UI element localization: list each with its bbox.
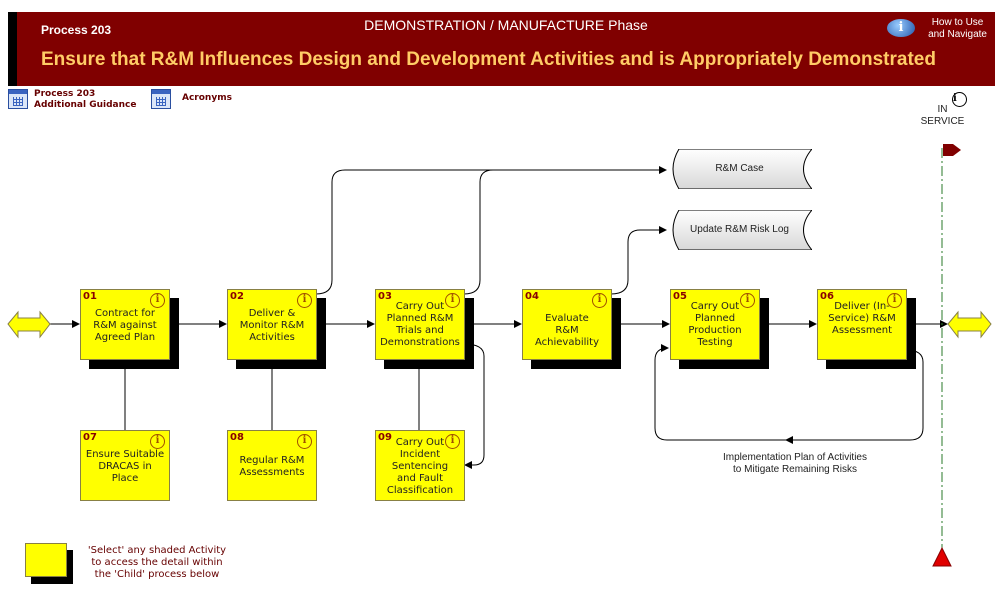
activity-label: Carry Out Planned Production Testing — [688, 301, 742, 348]
activity-label: Carry Out Planned R&M Trials and Demonst… — [380, 301, 460, 348]
document-icon — [8, 89, 28, 109]
acronyms-link[interactable]: Acronyms — [151, 89, 232, 109]
activity-label: Contract for R&M against Agreed Plan — [93, 308, 157, 343]
activity-number: 08 — [230, 432, 244, 443]
activity-number: 03 — [378, 291, 392, 302]
document-icon — [151, 89, 171, 109]
loop-note-line1: Implementation Plan of Activities — [723, 452, 867, 463]
info-icon[interactable]: i — [297, 434, 312, 449]
activity-number: 06 — [820, 291, 834, 302]
activity-number: 02 — [230, 291, 244, 302]
activity-number: 07 — [83, 432, 97, 443]
document-label: Update R&M Risk Log — [690, 224, 789, 235]
activity-number: 01 — [83, 291, 97, 302]
milestone-triangle-icon — [932, 546, 952, 567]
milestone-flag-icon — [943, 144, 961, 156]
header-banner: Process 203 DEMONSTRATION / MANUFACTURE … — [8, 12, 995, 86]
legend-swatch — [25, 543, 67, 577]
info-icon[interactable]: i — [150, 293, 165, 308]
document-label: R&M Case — [715, 163, 764, 174]
info-icon[interactable]: i — [887, 19, 915, 37]
activity-number: 04 — [525, 291, 539, 302]
activity-label: Evaluate R&M Achievability — [535, 313, 599, 348]
in-service-line2: SERVICE — [920, 116, 965, 127]
process-number: Process 203 — [41, 23, 112, 37]
in-service-info-icon[interactable]: i — [952, 92, 967, 107]
document-rm-case[interactable]: R&M Case — [667, 149, 812, 189]
link-line2: Additional Guidance — [34, 100, 137, 110]
activity-number: 05 — [673, 291, 687, 302]
activity-label: Carry Out Incident Sentencing and Fault … — [386, 437, 454, 496]
activity-label: Deliver & Monitor R&M Activities — [239, 308, 305, 343]
info-icon[interactable]: i — [445, 293, 460, 308]
loop-note-line2: to Mitigate Remaining Risks — [733, 464, 857, 475]
link-label: Acronyms — [182, 93, 232, 103]
activity-label: Regular R&M Assessments — [239, 455, 305, 478]
page-title: Ensure that R&M Influences Design and De… — [41, 49, 936, 70]
activity-label: Ensure Suitable DRACAS in Place — [85, 449, 165, 484]
info-icon[interactable]: i — [887, 293, 902, 308]
info-icon[interactable]: i — [150, 434, 165, 449]
left-double-arrow-icon — [7, 310, 51, 339]
howto-line2: and Navigate — [928, 29, 987, 40]
info-icon[interactable]: i — [740, 293, 755, 308]
in-service-line1: IN — [937, 104, 948, 115]
loop-note: Implementation Plan of Activities to Mit… — [700, 452, 890, 476]
document-risk-log[interactable]: Update R&M Risk Log — [667, 210, 812, 250]
info-icon[interactable]: i — [445, 434, 460, 449]
howto-line1: How to Use — [931, 17, 984, 28]
right-double-arrow-icon — [947, 310, 992, 339]
link-line1: Process 203 — [34, 89, 96, 99]
activity-label: Deliver (In-Service) R&M Assessment — [828, 301, 896, 336]
info-icon[interactable]: i — [592, 293, 607, 308]
in-service-label: IN SERVICE — [915, 104, 970, 128]
activity-number: 09 — [378, 432, 392, 443]
legend-text: 'Select' any shaded Activity to access t… — [87, 545, 227, 580]
info-icon[interactable]: i — [297, 293, 312, 308]
phase-label: DEMONSTRATION / MANUFACTURE Phase — [364, 17, 648, 33]
